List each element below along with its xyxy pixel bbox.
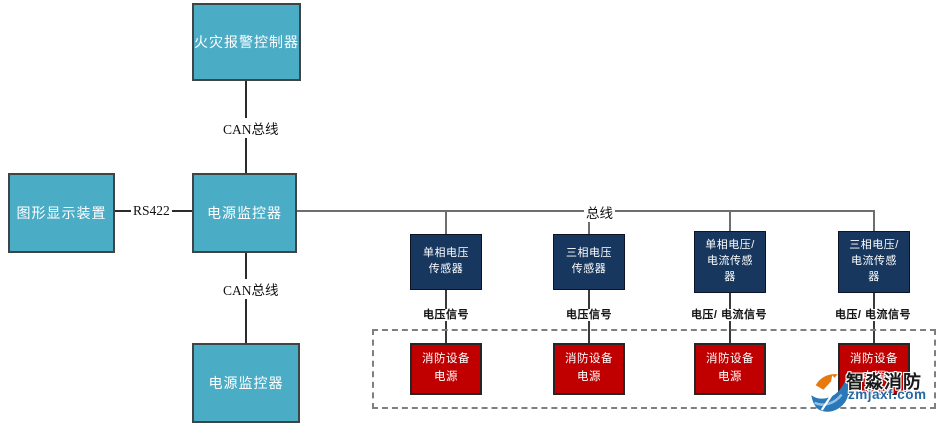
watermark-brand-name: 智淼消防 — [846, 372, 922, 392]
node-three-phase-voltage-current-sensor: 三相电压/ 电流传感 器 — [838, 231, 910, 293]
label-voltage-current-signal: 电压/ 电流信号 — [669, 306, 789, 322]
label-voltage-signal: 电压信号 — [386, 306, 506, 322]
node-fire-equipment-power-1: 消防设备 电源 — [410, 343, 482, 395]
node-single-phase-voltage-sensor: 单相电压 传感器 — [410, 234, 482, 290]
node-power-monitor-main: 电源监控器 — [192, 173, 297, 253]
node-three-phase-voltage-sensor: 三相电压 传感器 — [553, 234, 625, 290]
bus-drop-line — [873, 210, 875, 236]
node-fire-equipment-power-4: 消防设备 电源 — [838, 343, 910, 395]
label-sensor-bus: 总线 — [584, 202, 615, 222]
bus-drop-line — [445, 210, 447, 236]
bus-drop-line — [588, 210, 590, 236]
watermark-url: zmjaxf.com — [848, 387, 927, 402]
node-single-phase-voltage-current-sensor: 单相电压/ 电流传感 器 — [694, 231, 766, 293]
label-voltage-signal-text: 电压信号 — [422, 309, 470, 321]
node-fire-alarm-controller: 火灾报警控制器 — [192, 3, 301, 81]
label-voltage-signal-text: 电压信号 — [565, 309, 613, 321]
bus-drop-line — [729, 210, 731, 236]
label-can-bus-top: CAN总线 — [221, 118, 281, 138]
power-supply-dashed-zone — [372, 329, 936, 409]
label-voltage-current-signal-text: 电压/ 电流信号 — [689, 309, 769, 321]
label-can-bus-bottom: CAN总线 — [221, 279, 281, 299]
label-voltage-current-signal: 电压/ 电流信号 — [813, 306, 933, 322]
node-fire-equipment-power-3: 消防设备 电源 — [694, 343, 766, 395]
label-voltage-current-signal-text: 电压/ 电流信号 — [833, 309, 913, 321]
node-fire-equipment-power-2: 消防设备 电源 — [553, 343, 625, 395]
node-graphic-display-device: 图形显示装置 — [8, 173, 115, 253]
zhimiao-logo-icon — [811, 374, 850, 412]
node-power-monitor-secondary: 电源监控器 — [192, 343, 300, 423]
label-rs422: RS422 — [131, 203, 172, 219]
watermark: 智淼消防 zmjaxf.com — [806, 366, 942, 414]
label-voltage-signal: 电压信号 — [529, 306, 649, 322]
